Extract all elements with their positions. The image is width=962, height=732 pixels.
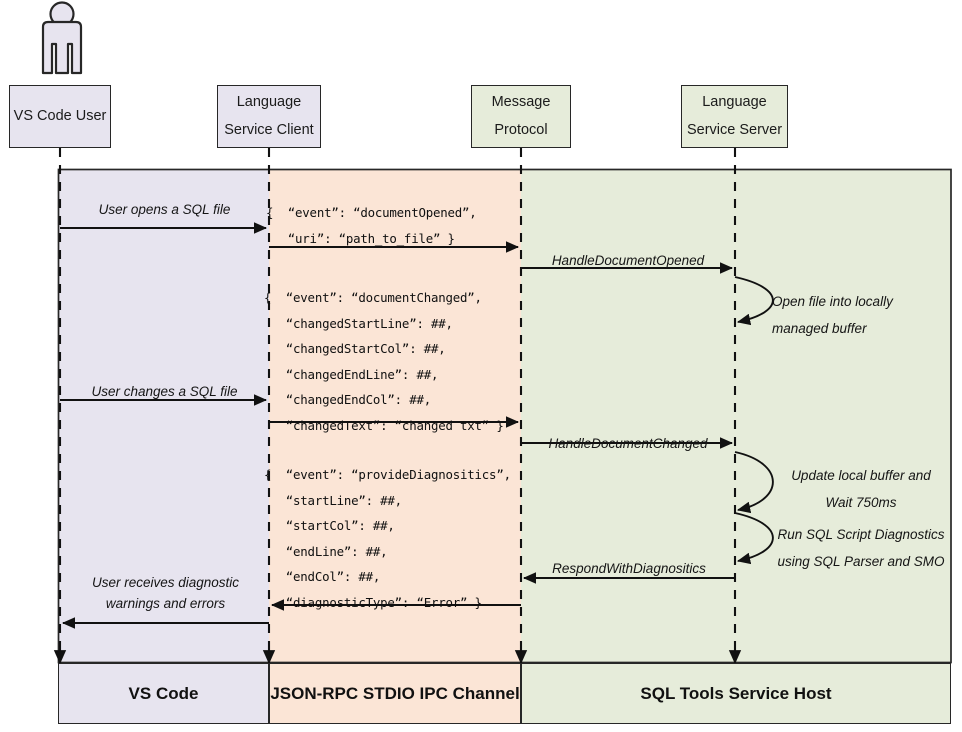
label-text: HandleDocumentChanged — [548, 436, 708, 451]
participant-label-line2: Service Server — [686, 121, 783, 138]
participant-language-service-server[interactable]: Language Service Server — [681, 85, 788, 148]
message-arrows — [60, 222, 735, 629]
label-text-line2: warnings and errors — [105, 595, 226, 611]
footer-ipc-channel[interactable]: JSON-RPC STDIO IPC Channel — [269, 663, 521, 724]
footer-vs-code[interactable]: VS Code — [58, 663, 269, 724]
self-loop-open-file — [734, 276, 774, 326]
participant-label-line1: Language — [236, 93, 302, 110]
label-respond-with-diagnositics: RespondWithDiagnositics — [524, 559, 734, 580]
json-document-changed-payload: { “event”: “documentChanged”, “changedSt… — [264, 290, 504, 433]
label-text: RespondWithDiagnositics — [552, 561, 706, 576]
label-text: HandleDocumentOpened — [551, 253, 705, 268]
label-user-receives-diagnostics: User receives diagnostic warnings and er… — [62, 573, 269, 615]
participant-vs-code-user[interactable]: VS Code User — [9, 85, 111, 148]
label-text: User changes a SQL file — [91, 384, 238, 399]
activity-bands — [57, 168, 952, 664]
footer-label: JSON-RPC STDIO IPC Channel — [270, 683, 520, 703]
footer-label: VS Code — [128, 683, 199, 703]
note-text-line2: managed buffer — [772, 321, 867, 336]
note-update-buffer-wait: Update local buffer and Wait 750ms — [772, 462, 950, 516]
self-call-loops — [734, 276, 774, 565]
note-text-line2: using SQL Parser and SMO — [777, 554, 945, 569]
label-text: User opens a SQL file — [98, 202, 231, 217]
note-run-diagnostics: Run SQL Script Diagnostics using SQL Par… — [770, 521, 952, 575]
participant-label-line1: Message — [491, 93, 551, 110]
participant-label-line2: Service Client — [224, 121, 314, 138]
label-user-changes-sql-file: User changes a SQL file — [60, 382, 269, 403]
label-handle-document-opened: HandleDocumentOpened — [523, 251, 733, 272]
lifeline-terminators — [53, 648, 742, 665]
json-provide-diagnositics-payload: { “event”: “provideDiagnositics”, “start… — [264, 467, 511, 610]
self-loop-update-buffer — [734, 451, 774, 514]
note-text-line1: Open file into locally — [772, 294, 893, 309]
note-text-line1: Update local buffer and — [791, 468, 931, 483]
participant-label-line1: Language — [702, 93, 767, 110]
json-document-opened-payload: { “event”: “documentOpened”, “uri”: “pat… — [266, 205, 477, 246]
vs-code-user-actor-icon — [41, 1, 83, 75]
self-loop-run-diagnostics — [734, 512, 774, 565]
label-text-line1: User receives diagnostic — [91, 575, 240, 590]
participant-label-line2: Protocol — [494, 121, 548, 138]
label-user-opens-sql-file: User opens a SQL file — [60, 200, 269, 221]
note-text-line2: Wait 750ms — [825, 495, 897, 510]
lifelines — [58, 148, 737, 663]
note-open-file-buffer: Open file into locally managed buffer — [772, 288, 962, 342]
note-text-line1: Run SQL Script Diagnostics — [777, 527, 945, 542]
footer-label: SQL Tools Service Host — [640, 683, 832, 703]
participant-label-line1: VS Code User — [13, 107, 107, 124]
footer-service-host[interactable]: SQL Tools Service Host — [521, 663, 951, 724]
participant-message-protocol[interactable]: Message Protocol — [471, 85, 571, 148]
participant-language-service-client[interactable]: Language Service Client — [217, 85, 321, 148]
label-handle-document-changed: HandleDocumentChanged — [523, 434, 733, 455]
